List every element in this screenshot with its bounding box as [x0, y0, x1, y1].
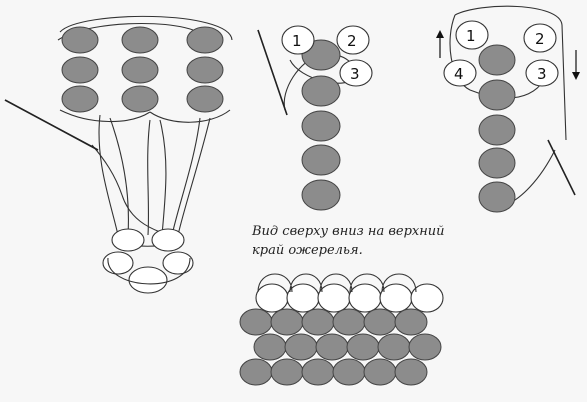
bead: [281, 25, 315, 55]
left-hanging-threads: [98, 114, 211, 247]
middle-diagram: 1 2 3: [257, 25, 373, 211]
bead: [61, 85, 99, 113]
bead: [315, 333, 349, 361]
bead: [128, 266, 168, 294]
bead: [111, 228, 145, 252]
left-pendant: [102, 228, 194, 294]
bead: [478, 79, 516, 111]
right-label-4: 4: [454, 65, 464, 83]
bead: [339, 59, 373, 87]
bead: [61, 56, 99, 84]
bead: [394, 358, 428, 386]
bead: [348, 283, 382, 313]
bead: [478, 44, 516, 76]
middle-label-1: 1: [292, 32, 302, 50]
bead: [455, 20, 489, 50]
bead: [186, 56, 224, 84]
pendant-thread: [107, 257, 191, 285]
middle-label-2: 2: [347, 32, 357, 50]
caption-line-1: Вид сверху вниз на верхний: [252, 224, 445, 239]
bead: [363, 308, 397, 336]
bead: [478, 114, 516, 146]
bead: [332, 358, 366, 386]
down-arrow-icon: [572, 50, 580, 80]
bead: [525, 59, 559, 87]
bead: [301, 308, 335, 336]
left-column-1: [61, 26, 99, 113]
bead: [478, 181, 516, 213]
bead: [253, 333, 287, 361]
bead: [317, 283, 351, 313]
bead: [151, 228, 185, 252]
bead: [121, 85, 159, 113]
bottom-loop-thread: [257, 273, 417, 293]
bead: [377, 333, 411, 361]
bead: [408, 333, 442, 361]
bead: [523, 23, 557, 53]
bead: [336, 25, 370, 55]
bead: [443, 59, 477, 87]
bead: [270, 308, 304, 336]
bead: [102, 251, 134, 275]
right-label-3: 3: [537, 65, 547, 83]
bottom-diagram: [239, 273, 444, 386]
left-diagram: [4, 15, 233, 294]
bead: [255, 283, 289, 313]
bead: [379, 283, 413, 313]
bead: [363, 358, 397, 386]
right-needle-icon: [547, 139, 576, 196]
bead: [301, 75, 341, 107]
right-label-1: 1: [466, 27, 476, 45]
right-diagram: 1 2 4 3: [436, 5, 580, 213]
bead: [239, 358, 273, 386]
left-column-2: [121, 26, 159, 113]
right-thread: [449, 5, 567, 206]
bead: [121, 26, 159, 54]
left-needle-icon: [4, 99, 99, 151]
bead: [394, 308, 428, 336]
bead: [61, 26, 99, 54]
caption: Вид сверху вниз на верхний край ожерелья…: [252, 222, 452, 260]
bead: [121, 56, 159, 84]
up-arrow-icon: [436, 30, 444, 58]
left-top-thread: [57, 15, 233, 123]
middle-needle-icon: [257, 29, 288, 116]
middle-label-3: 3: [350, 65, 360, 83]
left-needle-thread: [4, 99, 161, 233]
bead: [186, 26, 224, 54]
left-column-3: [186, 26, 224, 113]
bead: [301, 358, 335, 386]
bead: [301, 144, 341, 176]
bead: [410, 283, 444, 313]
caption-line-2: край ожерелья.: [252, 243, 363, 258]
bead: [239, 308, 273, 336]
bead: [301, 110, 341, 142]
bead: [346, 333, 380, 361]
bead: [162, 251, 194, 275]
bead: [270, 358, 304, 386]
right-label-2: 2: [535, 30, 545, 48]
bead: [332, 308, 366, 336]
bead: [301, 179, 341, 211]
bead: [478, 147, 516, 179]
bead: [186, 85, 224, 113]
bead: [284, 333, 318, 361]
